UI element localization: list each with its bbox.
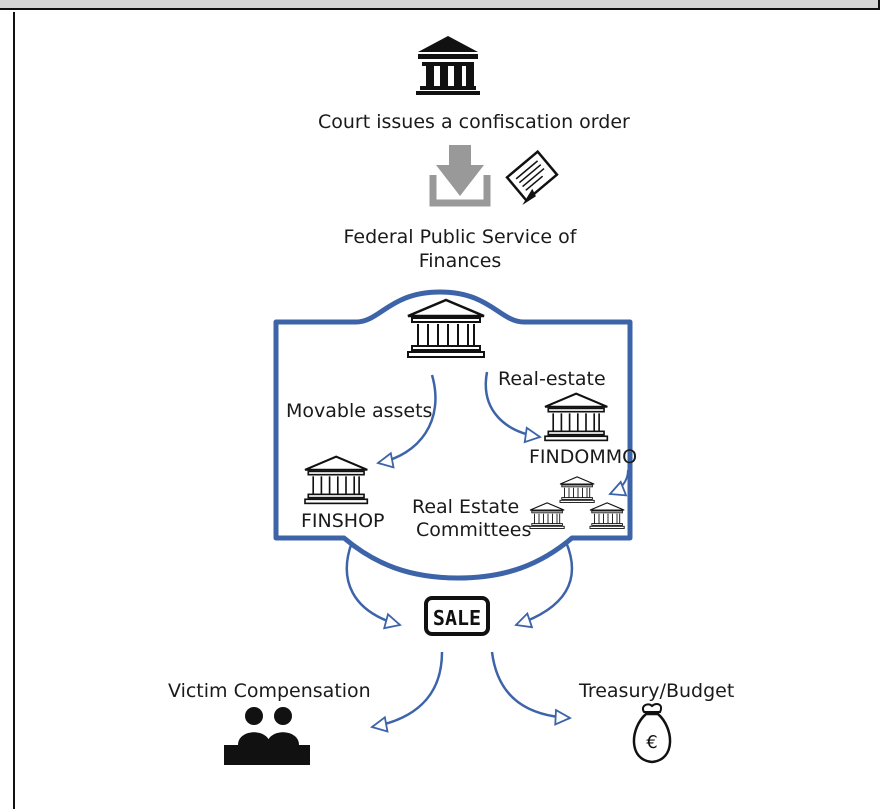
svg-text:€: € (646, 732, 657, 753)
people-desk-icon (224, 707, 310, 765)
movable-assets-label: Movable assets (286, 400, 433, 422)
victim-compensation-label: Victim Compensation (168, 680, 371, 702)
right-sale-arrow (516, 541, 574, 625)
court-building-icon (416, 36, 480, 95)
court-label: Court issues a confiscation order (318, 111, 630, 133)
findommo-label: FINDOMMO (529, 446, 638, 468)
top-frame-bar (0, 0, 880, 10)
money-bag-icon: € (632, 703, 672, 764)
movable-arrow (378, 374, 437, 463)
treasury-budget-label: Treasury/Budget (579, 680, 735, 702)
download-icon (429, 145, 491, 207)
finshop-label: FINSHOP (301, 510, 385, 532)
document-sign-icon (505, 149, 559, 205)
committee-arrow (610, 469, 629, 494)
federal-label-line2: Finances (418, 250, 502, 272)
sale-sign-icon: SALE (424, 596, 490, 636)
victim-arrow (372, 651, 444, 727)
real-estate-label: Real-estate (498, 368, 606, 390)
committees-label-line1: Real Estate (412, 496, 520, 518)
treasury-arrow (490, 651, 570, 718)
left-sale-arrow (345, 541, 400, 625)
realestate-arrow (484, 371, 540, 437)
svg-text:SALE: SALE (433, 606, 481, 630)
committees-label-line2: Committees (416, 519, 532, 541)
left-frame-line (13, 12, 15, 809)
federal-label-line1: Federal Public Service of (343, 226, 577, 248)
